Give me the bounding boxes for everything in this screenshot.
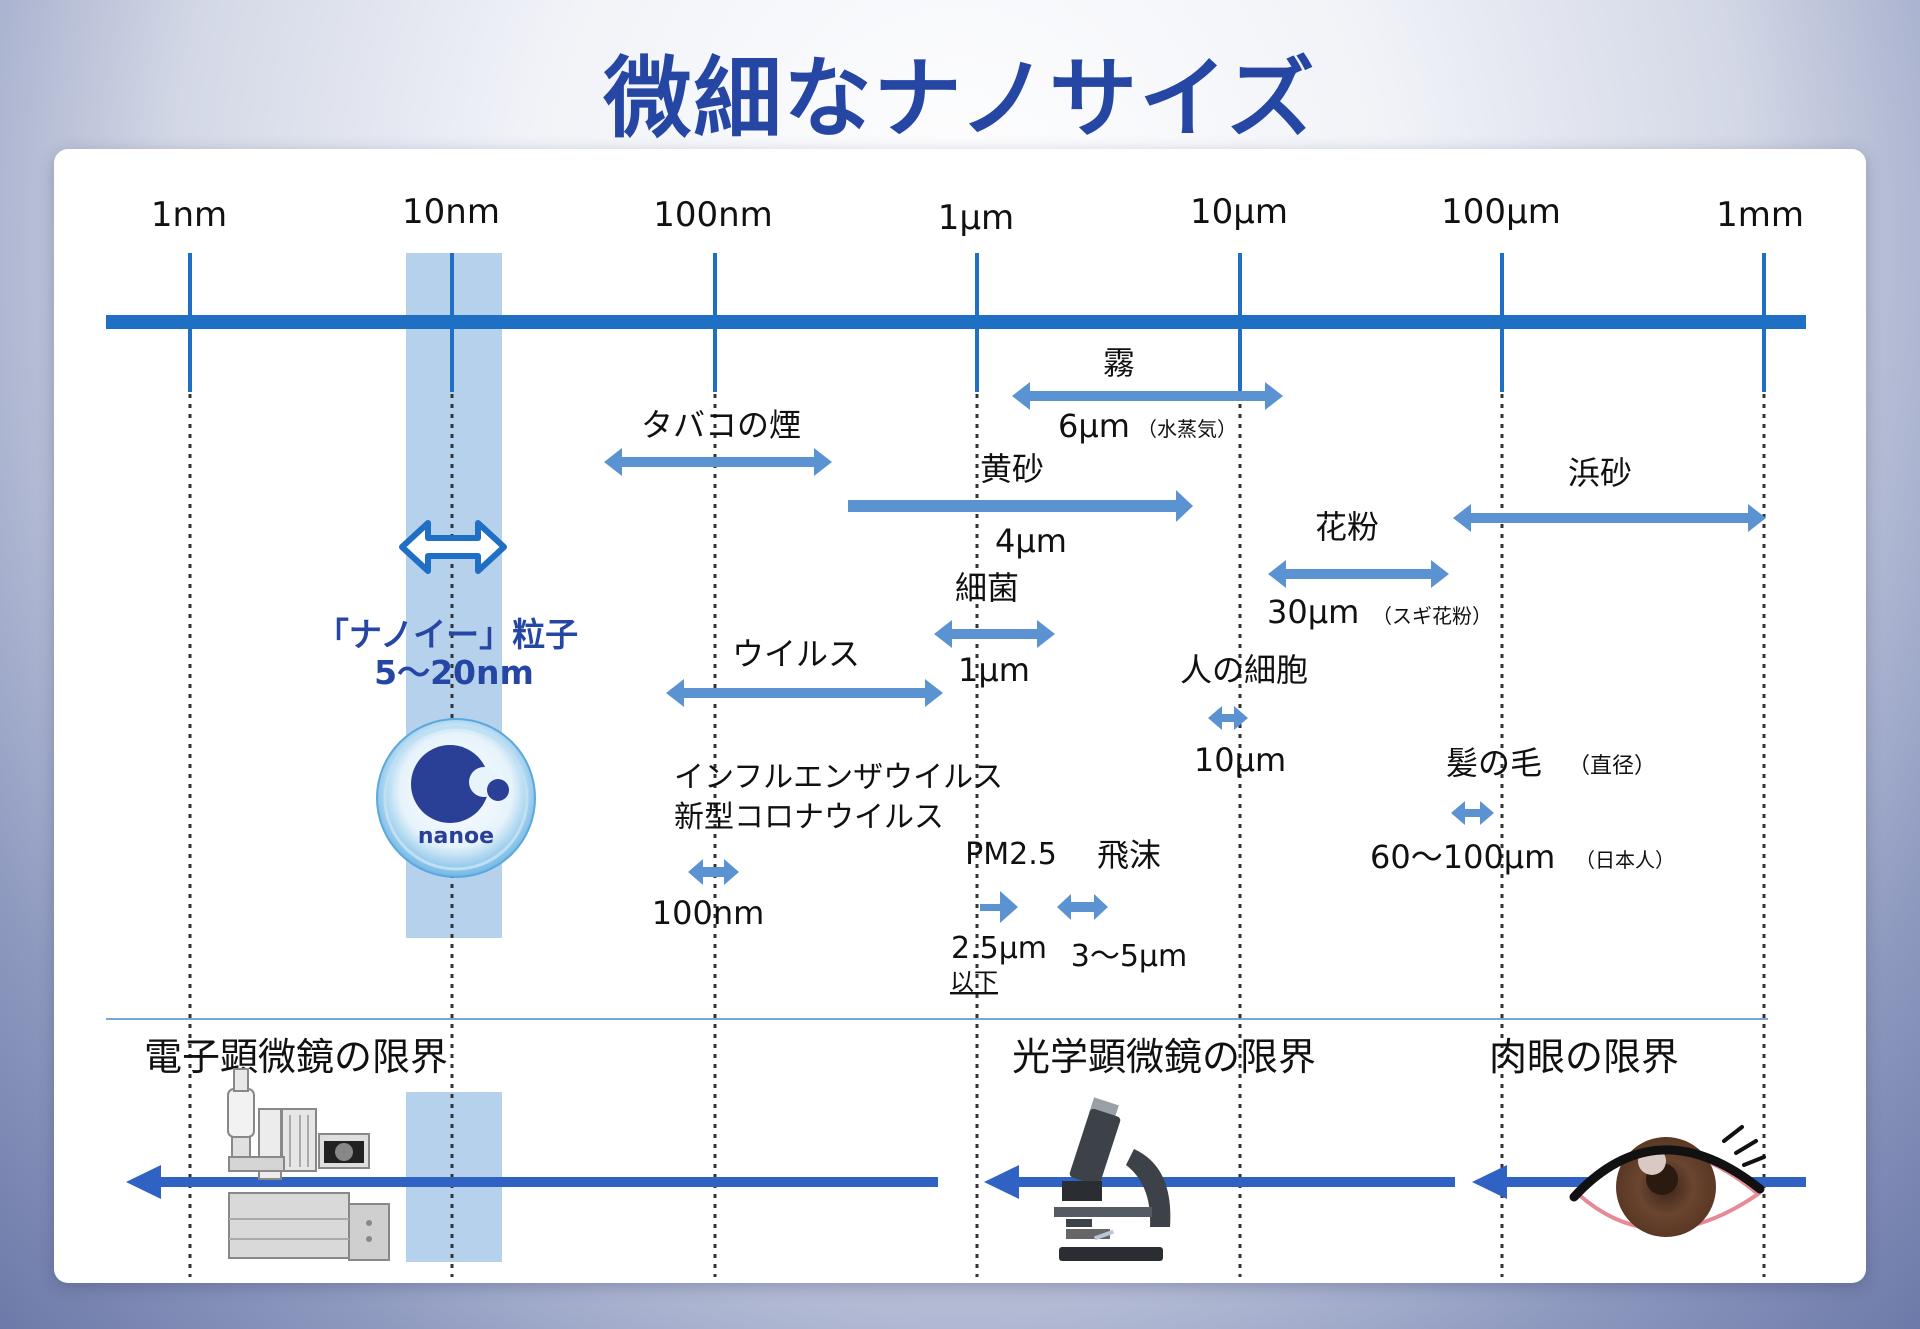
human-cell-arrow xyxy=(1208,706,1248,730)
optical-microscope-icon xyxy=(1054,1097,1171,1261)
naked-eye-limit-label: 肉眼の限界 xyxy=(1489,1035,1679,1079)
electron-limit-arrow xyxy=(126,1165,938,1199)
nanoe-label-line1: 「ナノイー」粒子 xyxy=(316,615,578,654)
electron-microscope-icon xyxy=(227,1068,390,1261)
pm25-label: PM2.5 xyxy=(965,837,1057,872)
tick-label-1mm: 1mm xyxy=(1716,195,1804,235)
eye-icon xyxy=(1569,1125,1766,1237)
optical-limit-arrow xyxy=(984,1165,1455,1199)
droplet-size: 3～5μm xyxy=(1071,939,1187,974)
hair-arrow xyxy=(1451,801,1494,825)
pollen-label: 花粉 xyxy=(1315,508,1379,546)
pollen-arrow xyxy=(1268,560,1449,588)
flu-arrow xyxy=(688,859,739,885)
tick-label-10um: 10μm xyxy=(1190,192,1288,232)
size-scale-diagram: 1nm 10nm 100nm 1μm 10μm 100μm 1mm xyxy=(106,192,1806,1277)
flu-label-line2: 新型コロナウイルス xyxy=(674,800,944,835)
hair-label: 髪の毛 xyxy=(1446,744,1542,782)
pm25-size: 2.5μm xyxy=(951,931,1047,966)
electron-microscope-limit-label: 電子顕微鏡の限界 xyxy=(144,1035,448,1079)
pollen-size: 30μm xyxy=(1267,593,1359,631)
hair-note: （直径） xyxy=(1568,754,1656,779)
beach-sand-label: 浜砂 xyxy=(1568,454,1632,492)
pm25-arrow xyxy=(980,891,1018,923)
nanoe-logo-text: nanoe xyxy=(418,824,494,849)
nanoe-logo: nanoe xyxy=(376,718,536,878)
tick-label-10nm: 10nm xyxy=(402,192,500,232)
tick-label-100nm: 100nm xyxy=(653,195,773,235)
yellow-sand-size: 4μm xyxy=(995,522,1067,560)
tick-label-1nm: 1nm xyxy=(151,195,227,235)
flu-size: 100nm xyxy=(652,894,765,932)
yellow-sand-arrow xyxy=(848,490,1193,522)
nanoe-label-line2: 5～20nm xyxy=(374,653,534,692)
virus-arrow xyxy=(666,679,943,707)
human-cell-size: 10μm xyxy=(1194,741,1286,779)
bacteria-size: 1μm xyxy=(958,651,1030,689)
tick-label-100um: 100μm xyxy=(1441,192,1561,232)
tick-label-1um: 1μm xyxy=(938,198,1014,238)
pollen-note: （スギ花粉） xyxy=(1372,604,1492,628)
hair-size: 60～100μm xyxy=(1370,838,1555,876)
optical-microscope-limit-label: 光学顕微鏡の限界 xyxy=(1012,1035,1316,1079)
virus-label: ウイルス xyxy=(732,635,860,673)
fog-label: 霧 xyxy=(1103,344,1135,382)
flu-label-line1: インフルエンザウイルス xyxy=(674,760,1003,795)
droplet-label: 飛沫 xyxy=(1097,836,1161,874)
hair-size-note: （日本人） xyxy=(1575,848,1675,872)
page-title: 微細なナノサイズ xyxy=(603,47,1317,150)
diagram-panel: 1nm 10nm 100nm 1μm 10μm 100μm 1mm xyxy=(54,149,1866,1283)
bacteria-arrow xyxy=(934,620,1055,648)
yellow-sand-label: 黄砂 xyxy=(980,450,1044,488)
pm25-size-line2: 以下 xyxy=(950,968,998,996)
tobacco-arrow xyxy=(604,448,832,476)
human-cell-label: 人の細胞 xyxy=(1180,651,1308,689)
fog-size: 6μm xyxy=(1058,407,1130,445)
beach-sand-arrow xyxy=(1453,504,1766,532)
fog-arrow xyxy=(1012,382,1283,410)
fog-note: （水蒸気） xyxy=(1137,417,1237,441)
bacteria-label: 細菌 xyxy=(955,569,1019,607)
nanoe-arrow xyxy=(399,520,507,574)
droplet-arrow xyxy=(1057,894,1108,920)
tobacco-label: タバコの煙 xyxy=(641,406,801,444)
